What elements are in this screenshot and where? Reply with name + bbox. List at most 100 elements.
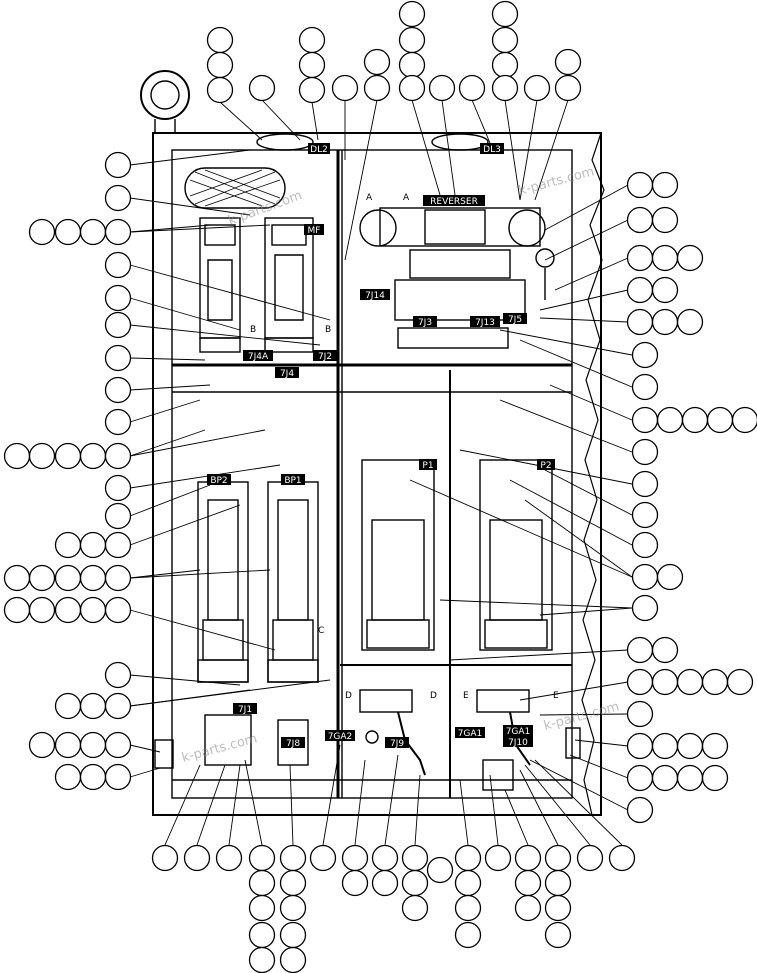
leader-line bbox=[129, 569, 201, 579]
callout-circle bbox=[3, 596, 31, 624]
leader-line bbox=[554, 257, 629, 291]
leader-line bbox=[549, 384, 633, 421]
svg-text:7J2: 7J2 bbox=[318, 352, 332, 362]
callout-circle bbox=[514, 869, 542, 897]
callout-circle bbox=[631, 501, 659, 529]
callout-circle bbox=[544, 869, 572, 897]
tag-7j5: 7J5 bbox=[503, 313, 527, 325]
svg-text:7J3: 7J3 bbox=[418, 318, 432, 328]
leader-line bbox=[529, 759, 629, 811]
callout-circle bbox=[626, 206, 654, 234]
svg-text:P2: P2 bbox=[540, 461, 551, 471]
callout-circle bbox=[54, 596, 82, 624]
callout-circle bbox=[104, 692, 132, 720]
callout-circle bbox=[79, 442, 107, 470]
callout-circle bbox=[626, 244, 654, 272]
callout-circle bbox=[279, 844, 307, 872]
svg-text:7J4A: 7J4A bbox=[248, 352, 269, 362]
tag-p2: P2 bbox=[537, 459, 555, 471]
callout-circle bbox=[104, 218, 132, 246]
leader-line bbox=[129, 264, 331, 321]
leader-line bbox=[519, 681, 629, 701]
callout-circle bbox=[491, 0, 519, 28]
leader-line bbox=[354, 759, 366, 846]
callout-circle bbox=[104, 596, 132, 624]
leader-line bbox=[544, 219, 629, 261]
callout-circles bbox=[3, 0, 757, 973]
callout-circle bbox=[651, 206, 679, 234]
callout-circle bbox=[626, 764, 654, 792]
callout-circle bbox=[454, 894, 482, 922]
tag-7j4a: 7J4A bbox=[243, 350, 273, 362]
leader-line bbox=[129, 429, 206, 457]
callout-circle bbox=[341, 844, 369, 872]
svg-text:BP1: BP1 bbox=[284, 476, 301, 486]
callout-circle bbox=[79, 564, 107, 592]
callout-circle bbox=[458, 74, 486, 102]
svg-text:MF: MF bbox=[308, 226, 321, 236]
callout-circle bbox=[398, 51, 426, 79]
callout-circle bbox=[426, 856, 454, 884]
leader-line bbox=[509, 479, 633, 546]
callout-circle bbox=[151, 844, 179, 872]
callout-circle bbox=[626, 171, 654, 199]
power-contactor-p2 bbox=[479, 459, 553, 651]
callout-circle bbox=[331, 74, 359, 102]
callout-circle bbox=[206, 51, 234, 79]
leader-line bbox=[441, 99, 456, 196]
leader-line bbox=[411, 99, 441, 196]
callout-circle bbox=[554, 48, 582, 76]
callout-circle bbox=[248, 74, 276, 102]
callout-circle bbox=[54, 731, 82, 759]
callout-circle bbox=[731, 406, 757, 434]
leader-line bbox=[504, 789, 529, 846]
callout-circle bbox=[401, 869, 429, 897]
leader-line bbox=[544, 469, 633, 516]
tag-7j4: 7J4 bbox=[275, 367, 299, 379]
svg-text:B: B bbox=[325, 325, 331, 335]
enclosure bbox=[140, 70, 605, 816]
svg-text:7J1: 7J1 bbox=[238, 705, 252, 715]
callout-circle bbox=[454, 869, 482, 897]
tag-mf: MF bbox=[304, 224, 324, 236]
callout-circle bbox=[401, 844, 429, 872]
callout-circle bbox=[298, 51, 326, 79]
tag-dl3: DL3 bbox=[480, 143, 504, 155]
callout-circle bbox=[104, 661, 132, 689]
callout-circle bbox=[491, 74, 519, 102]
leader-line bbox=[524, 499, 633, 578]
tag-7j13: 7J13 bbox=[470, 316, 500, 328]
svg-text:7J5: 7J5 bbox=[508, 315, 522, 325]
callout-circle bbox=[631, 373, 659, 401]
leader-line bbox=[311, 101, 319, 141]
callout-circle bbox=[104, 184, 132, 212]
svg-text:E: E bbox=[553, 691, 559, 701]
callout-circle bbox=[54, 442, 82, 470]
svg-text:E: E bbox=[463, 691, 469, 701]
callout-circle bbox=[341, 869, 369, 897]
callout-circle bbox=[28, 218, 56, 246]
svg-text:B: B bbox=[250, 325, 256, 335]
leader-line bbox=[129, 679, 331, 707]
callout-circle bbox=[104, 344, 132, 372]
callout-circle bbox=[279, 869, 307, 897]
svg-text:A: A bbox=[366, 193, 373, 203]
callout-circle bbox=[79, 692, 107, 720]
leader-line bbox=[129, 297, 241, 331]
callout-circle bbox=[371, 869, 399, 897]
svg-text:k-parts.com: k-parts.com bbox=[517, 164, 596, 199]
reverser-assembly bbox=[359, 207, 555, 349]
callout-circle bbox=[54, 564, 82, 592]
callout-circle bbox=[206, 26, 234, 54]
leader-line bbox=[384, 754, 399, 846]
callout-circle bbox=[363, 74, 391, 102]
callout-circle bbox=[104, 311, 132, 339]
callout-circle bbox=[104, 502, 132, 530]
callout-circle bbox=[298, 26, 326, 54]
callout-circle bbox=[279, 921, 307, 949]
callout-circle bbox=[706, 406, 734, 434]
callout-circle bbox=[104, 251, 132, 279]
callout-circle bbox=[104, 564, 132, 592]
callout-circle bbox=[79, 731, 107, 759]
svg-text:7GA1: 7GA1 bbox=[458, 729, 483, 739]
